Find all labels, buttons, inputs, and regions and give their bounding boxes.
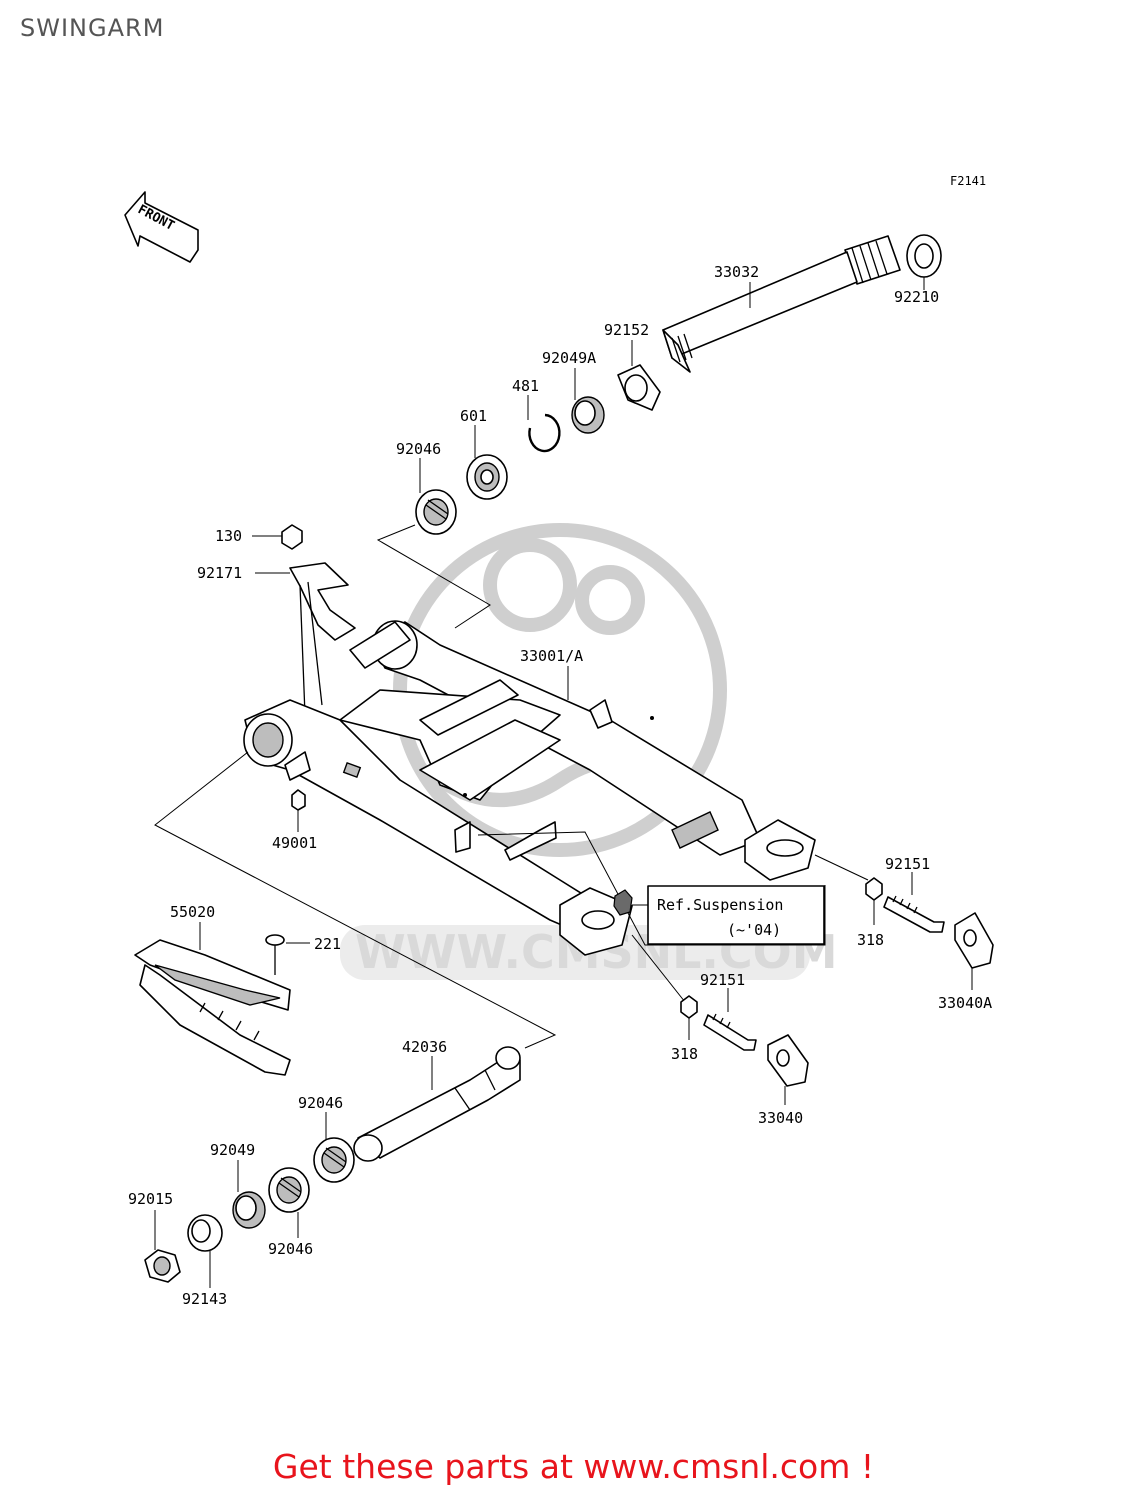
seal-92049A-icon <box>571 396 605 434</box>
part-label-92046-top: 92046 <box>396 440 441 458</box>
part-label-55020: 55020 <box>170 903 215 921</box>
part-label-130: 130 <box>215 527 242 545</box>
axle-shaft-33032-icon <box>662 235 901 373</box>
ref-suspension-line1: Ref.Suspension <box>657 896 783 914</box>
part-label-92171: 92171 <box>197 564 242 582</box>
chain-guard-55020-icon <box>134 939 291 1076</box>
collar-92152-icon <box>617 364 661 411</box>
ref-suspension-line2: (~'04) <box>727 921 781 939</box>
nut-318-right-icon <box>865 877 883 901</box>
sleeve-42036-icon <box>353 1046 521 1162</box>
diagram-code: F2141 <box>950 174 986 188</box>
part-label-92015: 92015 <box>128 1190 173 1208</box>
part-label-92151-left: 92151 <box>700 971 745 989</box>
screw-221-icon <box>265 934 285 975</box>
swingarm-exploded-diagram: WWW.CMSNL.COM F2141 FRONT <box>124 174 994 1308</box>
needle-bearing-92046-top-icon <box>415 489 457 535</box>
part-label-92151-right: 92151 <box>885 855 930 873</box>
swingarm-33001A-icon <box>243 620 816 956</box>
bolt-92151-right-icon <box>883 895 945 933</box>
part-label-42036: 42036 <box>402 1038 447 1056</box>
bolt-130-icon <box>281 524 303 550</box>
footer-link[interactable]: Get these parts at www.cmsnl.com ! <box>272 1447 875 1486</box>
page-title: SWINGARM <box>20 14 165 42</box>
part-label-33032: 33032 <box>714 263 759 281</box>
part-label-92049: 92049 <box>210 1141 255 1159</box>
part-label-481: 481 <box>512 377 539 395</box>
needle-bearing-92046-mid-icon <box>313 1137 355 1183</box>
part-label-221: 221 <box>314 935 341 953</box>
circlip-481-icon <box>528 413 561 453</box>
part-label-318-left: 318 <box>671 1045 698 1063</box>
nut-318-left-icon <box>680 995 698 1019</box>
part-label-92210: 92210 <box>894 288 939 306</box>
block-33040A-icon <box>954 912 994 969</box>
part-label-49001: 49001 <box>272 834 317 852</box>
bracket-92171-icon <box>289 562 356 716</box>
nut-92015-icon <box>144 1249 181 1283</box>
part-label-318-right: 318 <box>857 931 884 949</box>
seal-92049-icon <box>232 1191 266 1229</box>
part-label-92143: 92143 <box>182 1290 227 1308</box>
nut-92210-icon <box>906 234 942 278</box>
bolt-92151-left-icon <box>703 1013 757 1051</box>
footer-banner: Get these parts at www.cmsnl.com ! <box>0 1447 1147 1486</box>
block-33040-icon <box>767 1034 809 1087</box>
part-label-601: 601 <box>460 407 487 425</box>
part-label-92046-low: 92046 <box>268 1240 313 1258</box>
needle-bearing-92046-low-icon <box>268 1167 310 1213</box>
part-label-33040: 33040 <box>758 1109 803 1127</box>
part-label-92152: 92152 <box>604 321 649 339</box>
part-label-92046-mid: 92046 <box>298 1094 343 1112</box>
grease-nipple-49001-icon <box>284 751 311 811</box>
bearing-601-icon <box>466 454 508 500</box>
part-label-92049A: 92049A <box>542 349 596 367</box>
collar-92143-icon <box>187 1214 223 1252</box>
ref-suspension-box: Ref.Suspension (~'04) <box>647 885 825 945</box>
part-labels: 33032 92210 92152 92049A 481 601 92046 1… <box>128 263 992 1308</box>
front-arrow-icon: FRONT <box>124 191 199 263</box>
part-label-33040A: 33040A <box>938 994 992 1012</box>
part-label-33001A: 33001/A <box>520 647 583 665</box>
